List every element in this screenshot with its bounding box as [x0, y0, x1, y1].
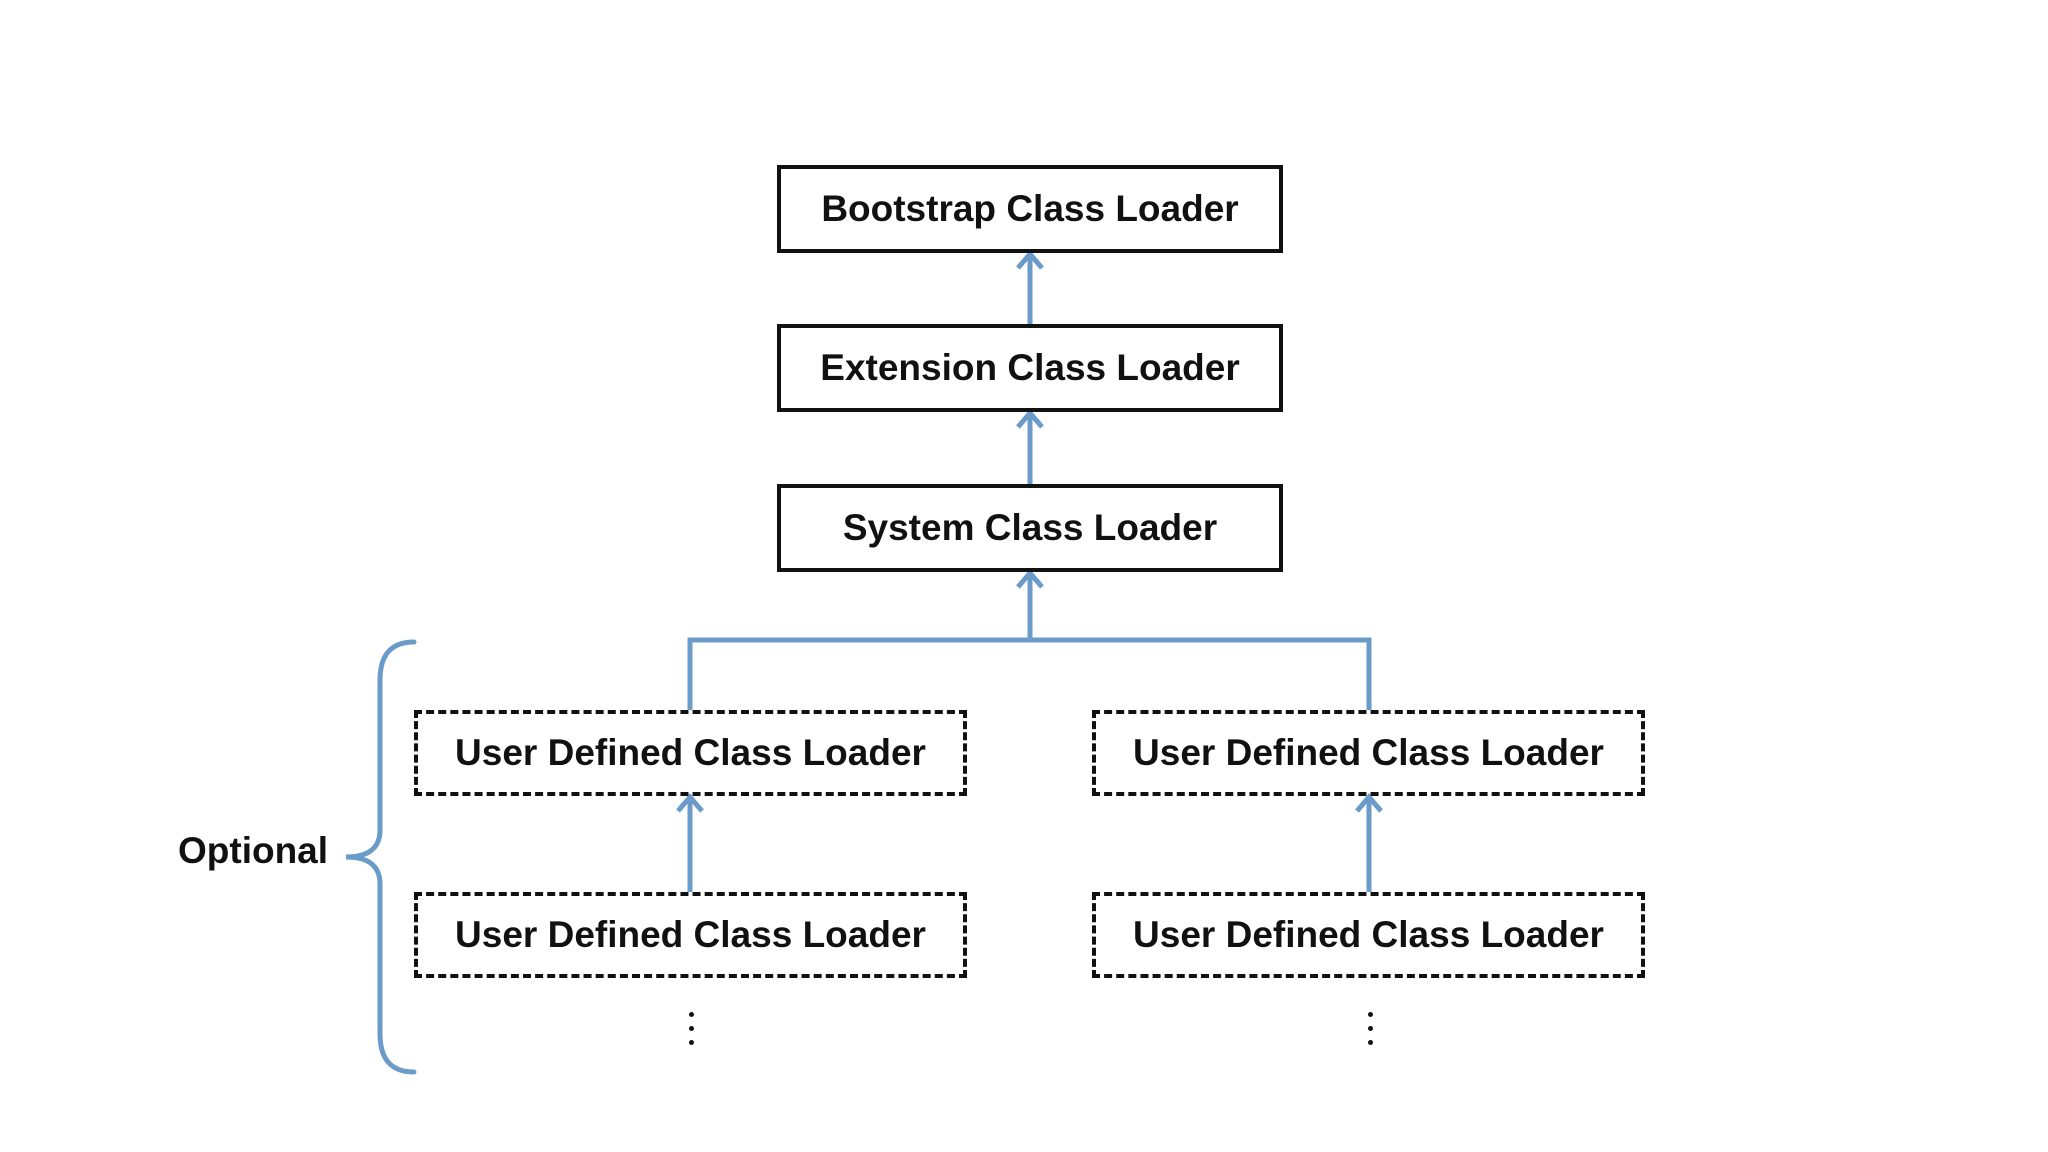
optional-label: Optional: [178, 830, 329, 871]
system-class-loader-label: System Class Loader: [842, 507, 1218, 548]
arrowhead-user2: [1355, 793, 1383, 813]
extension-class-loader-box: Extension Class Loader: [777, 324, 1283, 412]
arrow-users-to-system: [687, 577, 1372, 710]
user-defined-class-loader-box: User Defined Class Loader: [1092, 892, 1645, 978]
user-defined-class-loader-label: User Defined Class Loader: [455, 732, 926, 773]
user-defined-class-loader-box: User Defined Class Loader: [414, 892, 967, 978]
arrowhead-user1: [676, 793, 704, 813]
arrowhead-system: [1016, 569, 1044, 589]
user-defined-class-loader-box: User Defined Class Loader: [1092, 710, 1645, 796]
arrowhead-extension: [1016, 409, 1044, 429]
user-defined-class-loader-label: User Defined Class Loader: [1133, 914, 1604, 955]
bootstrap-class-loader-label: Bootstrap Class Loader: [821, 188, 1239, 229]
bootstrap-class-loader-box: Bootstrap Class Loader: [777, 165, 1283, 253]
extension-class-loader-label: Extension Class Loader: [820, 347, 1240, 388]
user-defined-class-loader-label: User Defined Class Loader: [455, 914, 926, 955]
user-defined-class-loader-label: User Defined Class Loader: [1133, 732, 1604, 773]
optional-brace: [345, 639, 417, 1075]
user-defined-class-loader-box: User Defined Class Loader: [414, 710, 967, 796]
system-class-loader-box: System Class Loader: [777, 484, 1283, 572]
arrowhead-bootstrap: [1016, 250, 1044, 270]
vertical-ellipsis-icon: [682, 1012, 702, 1052]
vertical-ellipsis-icon: [1361, 1012, 1381, 1052]
